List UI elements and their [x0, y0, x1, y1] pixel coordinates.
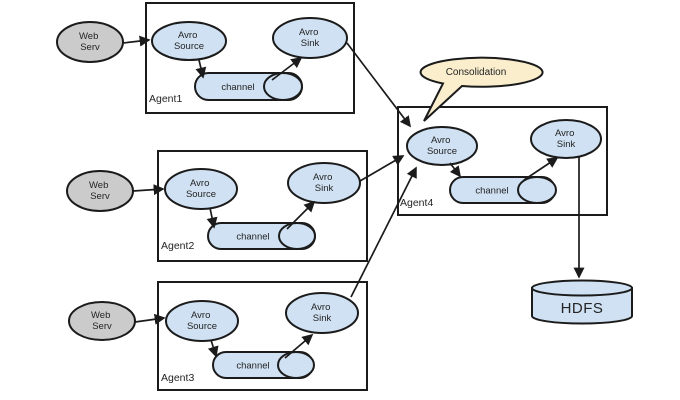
agent4-channel-label: channel	[475, 186, 508, 197]
agent2-channel-end-ellipse	[278, 222, 316, 250]
agent4-group: Agent4 Avro Source Avro Sink channel	[397, 106, 608, 216]
arrow-agent2-source-to-channel	[206, 207, 218, 229]
consolidation-callout-label: Consolidation	[446, 67, 507, 78]
agent3-avro-source-node	[165, 300, 239, 342]
hdfs-label: HDFS	[561, 300, 604, 317]
arrow-agent3-webserv-to-source	[134, 313, 166, 325]
agent1-avro-source-node	[151, 21, 227, 61]
agent3-avro-sink-node	[285, 292, 359, 334]
agent3-web-server-label: Web Serv	[91, 310, 113, 332]
agent4-channel-end-ellipse	[517, 176, 557, 204]
agent2-avro-source-label: Avro Source	[186, 178, 216, 200]
agent1-avro-sink-label: Avro Sink	[299, 27, 321, 49]
agent1-channel-label: channel	[221, 82, 254, 93]
agent4-avro-source-label: Avro Source	[427, 135, 457, 157]
arrow-agent1-source-to-channel	[195, 59, 207, 79]
agent3-avro-source-label: Avro Source	[187, 310, 217, 332]
agent1-web-server-label: Web Serv	[79, 31, 101, 53]
arrow-agent1-channel-to-sink	[271, 56, 303, 81]
arrow-agent4-source-to-channel	[449, 162, 462, 178]
agent4-label: Agent4	[400, 197, 433, 209]
agent1-label: Agent1	[149, 93, 182, 105]
agent2-avro-sink-label: Avro Sink	[313, 172, 335, 194]
hdfs-cylinder-top	[531, 279, 633, 297]
consolidation-callout: Consolidation	[419, 56, 544, 122]
agent4-avro-sink-node	[530, 119, 602, 159]
consolidation-callout-bubble	[419, 56, 544, 122]
agent3-avro-sink-label: Avro Sink	[311, 302, 333, 324]
arrow-agent4-channel-to-sink	[523, 157, 559, 181]
agent2-frame	[157, 150, 368, 262]
agent2-avro-sink-node	[287, 162, 361, 204]
hdfs-group: HDFS	[531, 279, 633, 325]
agent4-avro-source-node	[406, 126, 478, 166]
agent3-channel-end-ellipse	[277, 351, 315, 379]
arrow-agent2-webserv-to-source	[132, 184, 165, 196]
agent1-avro-source-label: Avro Source	[174, 30, 204, 52]
agent1-frame	[145, 2, 355, 114]
arrow-agent3-channel-to-sink	[284, 333, 314, 359]
agent2-label: Agent2	[161, 240, 194, 252]
agent3-frame	[157, 281, 368, 391]
agent3-web-server-node	[68, 301, 136, 341]
agent2-web-server-label: Web Serv	[89, 180, 111, 202]
agent4-avro-sink-label: Avro Sink	[555, 128, 577, 150]
arrow-agent3-sink-to-agent4-source	[350, 166, 417, 298]
agent1-avro-sink-node	[272, 17, 348, 59]
arrow-agent2-channel-to-sink	[286, 200, 316, 230]
agent3-group: Agent3 Web Serv Avro Source Avro Sink ch…	[68, 281, 368, 391]
agent3-channel-label: channel	[236, 361, 269, 372]
hdfs-cylinder-body	[531, 287, 633, 325]
arrow-agent2-sink-to-agent4-source	[359, 155, 405, 182]
agent1-channel-end-ellipse	[263, 72, 303, 101]
arrow-agent1-sink-to-agent4-source	[346, 42, 412, 128]
agent3-label: Agent3	[161, 372, 194, 384]
agent2-group: Agent2 Web Serv Avro Source Avro Sink ch…	[66, 150, 368, 262]
arrow-agent1-webserv-to-source	[122, 35, 151, 47]
agent2-avro-source-node	[164, 168, 238, 210]
agent1-group: Agent1 Web Serv Avro Source Avro Sink ch…	[56, 2, 355, 114]
agent1-web-server-node	[56, 21, 124, 63]
arrow-agent3-source-to-channel	[207, 339, 219, 358]
agent2-channel-label: channel	[236, 232, 269, 243]
